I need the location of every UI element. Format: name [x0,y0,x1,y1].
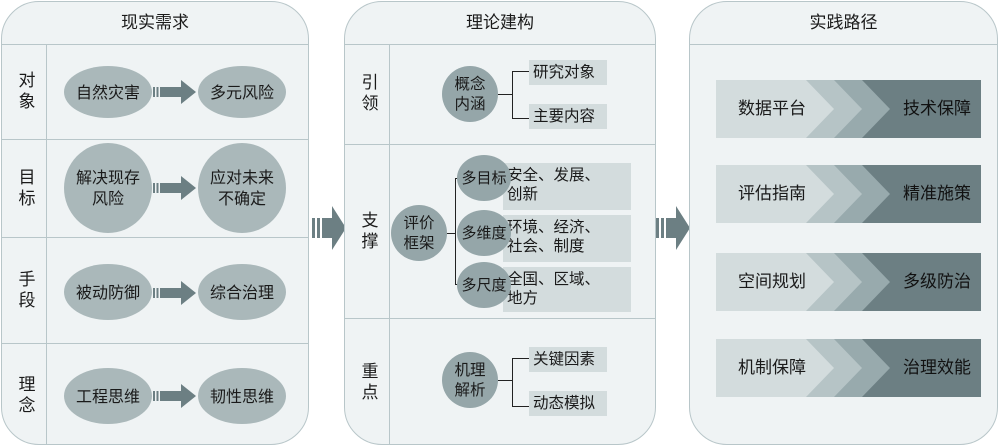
from-node: 工程思维 [64,368,152,424]
to-node: 综合治理 [198,264,286,320]
to-node: 韧性思维 [198,368,286,424]
to-node-text: 应对未来不确定 [209,168,274,208]
row-label: 引领 [345,44,390,144]
mechanism-node: 机理解析 [442,352,498,408]
practice-from: 空间规划 [738,272,806,292]
needs-row-concept: 理念 工程思维 韧性思维 [2,343,308,444]
panel-real-needs: 现实需求 对象 自然灾害 多元风险 目标 解决现存风险 应对未来不确定 手段 被… [1,1,309,445]
from-node: 被动防御 [64,264,152,320]
arrow-icon [153,383,197,409]
practice-row: 空间规划 多级防治 [716,253,981,311]
branch-detail: 安全、发展、创新 [503,163,631,210]
focus-item: 关键因素 [529,347,607,372]
theory-row-lead: 引领 概念内涵 研究对象 主要内容 [345,44,655,144]
practice-from: 数据平台 [738,99,806,119]
practice-from: 机制保障 [738,358,806,378]
branch-detail-text: 全国、区域、地方 [507,270,601,307]
row-label: 对象 [2,44,47,139]
framework-node: 评价框架 [391,205,447,261]
practice-row: 机制保障 治理效能 [716,339,981,397]
practice-to: 技术保障 [903,99,971,119]
to-node: 多元风险 [198,66,286,118]
bracket-line [512,358,529,407]
big-arrow-icon [312,206,346,250]
branch-node: 多维度 [457,210,511,256]
focus-item: 动态模拟 [529,391,607,416]
needs-row-object: 对象 自然灾害 多元风险 [2,44,308,139]
panel-practice: 实践路径 数据平台 技术保障 评估指南 精准施策 空间规划 多级防治 机制保障 … [689,1,998,445]
practice-from: 评估指南 [738,184,806,204]
branch-detail: 全国、区域、地方 [503,267,631,312]
practice-to: 多级防治 [903,272,971,292]
branch-detail: 环境、经济、社会、制度 [503,215,631,262]
row-label: 手段 [2,238,47,343]
from-node: 解决现存风险 [64,143,152,233]
connector-line [498,94,512,95]
branch-detail-text: 安全、发展、创新 [507,166,601,203]
framework-node-text: 评价框架 [403,214,435,252]
row-label: 理念 [2,344,47,444]
practice-row: 数据平台 技术保障 [716,80,981,138]
concept-node: 概念内涵 [442,66,498,122]
row-label: 目标 [2,140,47,237]
arrow-icon [153,280,197,306]
panel-theory: 理论建构 引领 概念内涵 研究对象 主要内容 支撑 评价框架 安全、发展、创新 … [344,1,656,445]
concept-node-text: 概念内涵 [454,75,486,113]
arrow-icon [153,79,197,105]
practice-row: 评估指南 精准施策 [716,165,981,223]
branch-node: 多目标 [457,155,511,201]
lead-item: 主要内容 [529,104,607,129]
practice-to: 治理效能 [903,358,971,378]
panel-title: 理论建构 [345,2,655,45]
lead-item: 研究对象 [529,60,607,85]
to-node: 应对未来不确定 [198,143,286,233]
needs-row-goal: 目标 解决现存风险 应对未来不确定 [2,139,308,237]
branch-node: 多尺度 [457,262,511,308]
needs-row-means: 手段 被动防御 综合治理 [2,237,308,343]
connector-line [447,233,455,234]
theory-row-focus: 重点 机理解析 关键因素 动态模拟 [345,318,655,444]
big-arrow-icon [656,206,690,250]
from-node-text: 解决现存风险 [75,168,140,208]
arrow-icon [153,175,197,201]
connector-line [498,380,512,381]
panel-title: 现实需求 [2,2,308,45]
theory-row-support: 支撑 评价框架 安全、发展、创新 多目标 环境、经济、社会、制度 多维度 全国、… [345,144,655,318]
from-node: 自然灾害 [64,66,152,118]
mechanism-node-text: 机理解析 [454,361,486,399]
row-label: 重点 [345,319,390,444]
practice-to: 精准施策 [903,184,971,204]
branch-detail-text: 环境、经济、社会、制度 [507,218,601,255]
bracket-line [512,71,529,119]
row-label: 支撑 [345,145,390,318]
panel-title: 实践路径 [690,2,997,45]
